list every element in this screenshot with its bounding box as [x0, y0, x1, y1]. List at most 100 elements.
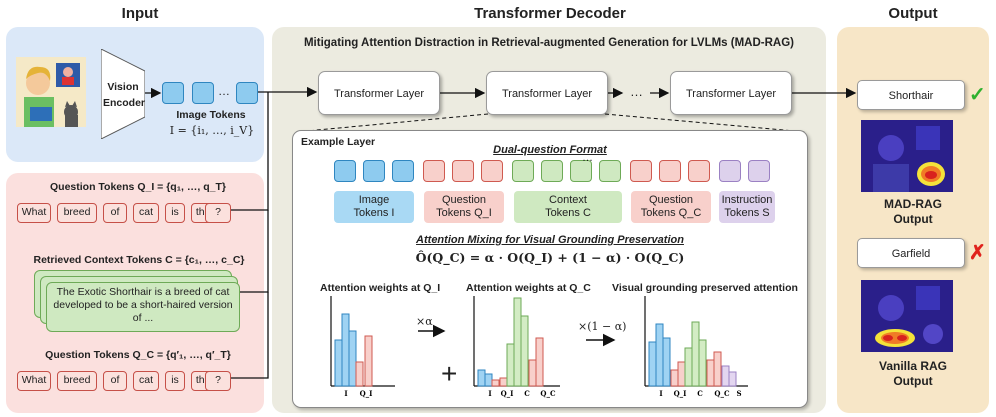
context-token — [599, 160, 621, 182]
question-token — [659, 160, 681, 182]
mad-rag-heatmap — [861, 120, 953, 192]
chart-bar — [484, 373, 493, 387]
chart-bar — [334, 339, 343, 387]
question-token — [452, 160, 474, 182]
qc-word-question-mark: ? — [205, 371, 231, 391]
group-instruction-tokens: Instruction Tokens S — [719, 191, 775, 223]
chart-tick-label: I — [488, 389, 491, 398]
chart-tick-label: C — [524, 389, 530, 398]
group-image-tokens: Image Tokens I — [334, 191, 414, 223]
chart-tick-label: S — [736, 389, 741, 398]
image-token — [192, 82, 214, 104]
group-line2: Tokens S — [724, 207, 770, 219]
group-line2: Tokens I — [353, 207, 395, 219]
transformer-layer-1: Transformer Layer — [318, 71, 440, 115]
qc-word-cat: cat — [133, 371, 159, 391]
group-line2: Tokens Q_I — [436, 207, 492, 219]
chart2-title: Attention weights at Q_C — [466, 282, 591, 294]
chart-bar — [713, 351, 722, 387]
question-token — [688, 160, 710, 182]
cartoon-image — [16, 57, 86, 127]
chart-bar — [648, 341, 657, 387]
group-line2: Tokens Q_C — [640, 207, 702, 219]
vanilla-rag-output-label: Vanilla RAG Output — [840, 359, 986, 389]
qi-word-cat: cat — [133, 203, 159, 223]
times-one-minus-alpha-label: ×(1 − α) — [578, 320, 627, 333]
answer-shorthair: Shorthair — [857, 80, 965, 110]
group-context-tokens: Context Tokens C — [514, 191, 622, 223]
plus-sign: + — [441, 358, 458, 389]
group-line1: Question — [648, 194, 694, 206]
chart-tick-label: I — [344, 389, 347, 398]
label-line1: MAD-RAG — [884, 197, 942, 211]
mad-rag-output-label: MAD-RAG Output — [840, 197, 986, 227]
layer-ellipsis: … — [630, 84, 643, 99]
qi-word-what: What — [17, 203, 51, 223]
group-line2: Tokens C — [545, 207, 591, 219]
chart-tick-label: I — [659, 389, 662, 398]
image-token — [162, 82, 184, 104]
label-line1: Vanilla RAG — [878, 359, 948, 373]
chart-bar — [684, 347, 693, 387]
chart-bar — [364, 335, 373, 387]
output-header: Output — [888, 5, 938, 22]
context-tokens-label: Retrieved Context Tokens C = {c₁, …, c_C… — [33, 254, 245, 266]
chart-bar — [528, 359, 537, 387]
cross-icon: ✗ — [969, 242, 986, 264]
context-card: The Exotic Shorthair is a breed of cat d… — [46, 282, 240, 332]
chart-bar — [355, 361, 364, 387]
instruction-token — [748, 160, 770, 182]
qi-word-of: of — [103, 203, 127, 223]
question-token — [630, 160, 652, 182]
image-token — [236, 82, 258, 104]
image-token — [334, 160, 356, 182]
chart-bar — [728, 371, 737, 387]
dual-question-format-title: Dual-question Format — [493, 144, 607, 156]
chart-bar — [706, 359, 715, 387]
qc-word-is: is — [165, 371, 185, 391]
qi-word-is: is — [165, 203, 185, 223]
chart-tick-label: C — [697, 389, 703, 398]
label-line2: Output — [893, 374, 933, 388]
group-question-tokens-qi: Question Tokens Q_I — [424, 191, 504, 223]
image-tokens-formula: I = {i₁, …, i_V} — [169, 124, 255, 137]
chart-bar — [341, 313, 350, 387]
vision-encoder: Vision Encoder — [100, 48, 146, 140]
chart-bar — [677, 361, 686, 387]
vanilla-rag-heatmap — [861, 280, 953, 352]
image-token — [392, 160, 414, 182]
chart-bar — [721, 365, 730, 387]
chart-bar — [698, 339, 707, 387]
chart-bar — [662, 337, 671, 387]
vision-encoder-label: Vision Encoder — [103, 81, 146, 109]
chart-bar — [499, 377, 508, 387]
chart-bar — [348, 330, 357, 387]
chart-tick-label: Q_C — [540, 389, 556, 398]
chart-bar — [513, 297, 522, 387]
context-text: The Exotic Shorthair is a breed of cat d… — [53, 286, 233, 324]
question-token — [423, 160, 445, 182]
group-line1: Context — [549, 194, 587, 206]
transformer-layer-2: Transformer Layer — [486, 71, 608, 115]
context-token — [570, 160, 592, 182]
chart-tick-label: Q_I — [360, 389, 373, 398]
image-tokens-label: Image Tokens — [176, 109, 246, 121]
qc-word-breed: breed — [57, 371, 97, 391]
transformer-layer-3: Transformer Layer — [670, 71, 792, 115]
image-token — [363, 160, 385, 182]
group-question-tokens-qc: Question Tokens Q_C — [631, 191, 711, 223]
group-line1: Instruction — [721, 194, 773, 206]
token-ellipsis: … — [582, 152, 593, 164]
chart3-title: Visual grounding preserved attention — [612, 282, 798, 294]
instruction-token — [719, 160, 741, 182]
chart1-title: Attention weights at Q_I — [320, 282, 441, 294]
question-tokens-qi-label: Question Tokens Q_I = {q₁, …, q_T} — [50, 181, 226, 193]
chart-tick-label: Q_C — [714, 389, 730, 398]
chart-bar — [520, 315, 529, 387]
check-icon: ✓ — [969, 84, 986, 106]
chart-bar — [535, 337, 544, 387]
qi-word-question-mark: ? — [205, 203, 231, 223]
group-line1: Question — [441, 194, 487, 206]
